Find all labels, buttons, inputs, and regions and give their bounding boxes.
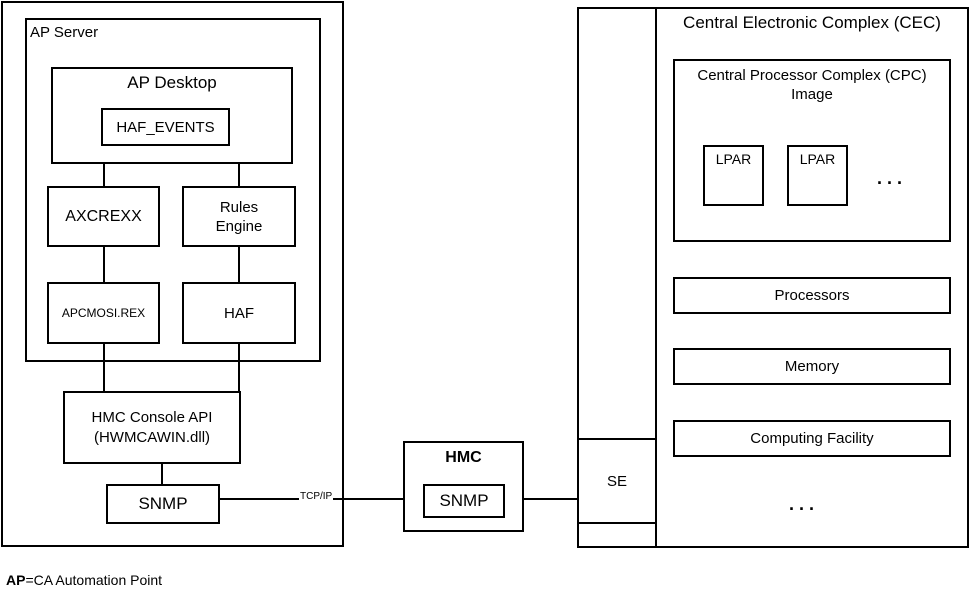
rules-engine-box: Rules Engine <box>182 186 296 247</box>
ap-desktop-title: AP Desktop <box>127 73 217 92</box>
se-box: SE <box>577 438 657 524</box>
haf-box: HAF <box>182 282 296 344</box>
hmc-snmp-label: SNMP <box>439 491 489 510</box>
connector-haf-api <box>238 343 240 393</box>
rules-engine-label-line2: Engine <box>215 217 263 235</box>
console-api-label-line2: (HWMCAWIN.dll) <box>93 428 211 446</box>
legend-abbr: AP <box>6 572 26 588</box>
cec-se-divider <box>655 7 657 548</box>
memory-box: Memory <box>673 348 951 385</box>
haf-events-box: HAF_EVENTS <box>101 108 230 146</box>
computing-facility-box: Computing Facility <box>673 420 951 457</box>
console-api-label-line1: HMC Console API <box>91 408 213 426</box>
console-api-box: HMC Console API (HWMCAWIN.dll) <box>63 391 241 464</box>
ap-snmp-label: SNMP <box>138 494 188 513</box>
axcrexx-box: AXCREXX <box>47 186 160 247</box>
processors-label: Processors <box>774 287 850 304</box>
apcmosi-label: APCMOSI.REX <box>61 306 146 320</box>
rules-engine-label-line1: Rules <box>219 198 259 216</box>
apcmosi-box: APCMOSI.REX <box>47 282 160 344</box>
computing-facility-label: Computing Facility <box>750 430 874 447</box>
cec-title: Central Electronic Complex (CEC) <box>683 13 941 32</box>
connector-api-snmp <box>161 462 163 486</box>
lpar-box <box>787 145 848 206</box>
processors-box: Processors <box>673 277 951 314</box>
link-label-tcpip: TCP/IP <box>299 491 334 502</box>
haf-label: HAF <box>224 304 254 322</box>
ap-snmp-box: SNMP <box>106 484 220 524</box>
lpar-box <box>703 145 764 206</box>
connector-apcmosi-api <box>103 343 105 393</box>
se-label: SE <box>606 472 627 490</box>
cpc-title-line2: Image <box>791 86 833 103</box>
lpar-label: LPAR <box>799 151 836 167</box>
connector-desktop-rules <box>238 162 240 188</box>
hmc-snmp-box: SNMP <box>423 484 505 518</box>
memory-label: Memory <box>784 358 840 375</box>
cec-more-ellipsis: . . . <box>789 494 815 514</box>
lpar-label: LPAR <box>715 151 752 167</box>
ap-server-title: AP Server <box>30 24 99 41</box>
legend-text: =CA Automation Point <box>25 572 163 588</box>
connector-axcrexx-apcmosi <box>103 246 105 284</box>
hmc-title: HMC <box>445 449 482 466</box>
cpc-title-line1: Central Processor Complex (CPC) <box>697 67 927 84</box>
link-hmc-snmp-to-se <box>504 498 578 500</box>
legend: AP=CA Automation Point <box>6 572 162 588</box>
connector-rules-haf <box>238 246 240 284</box>
connector-desktop-axcrexx <box>103 162 105 188</box>
axcrexx-label: AXCREXX <box>65 207 142 225</box>
lpar-more-ellipsis: . . . <box>877 168 903 188</box>
haf-events-label: HAF_EVENTS <box>116 118 215 136</box>
